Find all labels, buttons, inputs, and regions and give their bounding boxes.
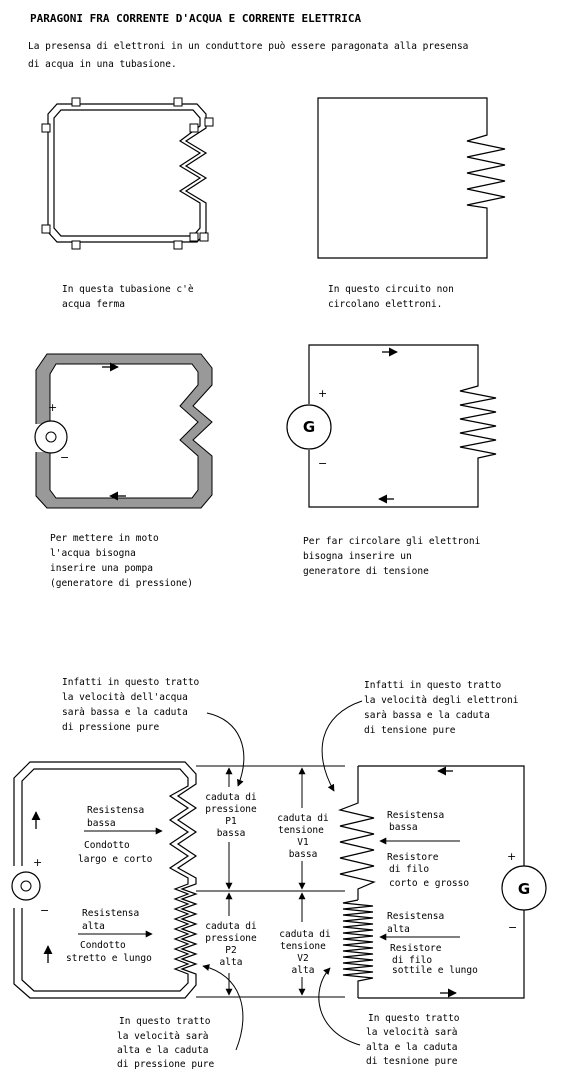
elec-high-res-1: Resistensa — [387, 911, 444, 922]
generator-circuit — [286, 344, 497, 508]
circuit-caption-1: In questo circuito non — [328, 284, 454, 295]
note-top-right-3: sarà bassa e la caduta — [364, 710, 490, 721]
note-top-left-3: sarà bassa e la caduta — [62, 707, 188, 718]
p1-drop-4: bassa — [217, 828, 246, 839]
intro-line-2: di acqua in una tubasione. — [28, 59, 177, 70]
generator-minus: − — [318, 457, 327, 470]
open-circuit — [317, 97, 506, 259]
elec-plus: + — [507, 850, 516, 863]
note-top-right-2: la velocità degli elettroni — [364, 695, 519, 706]
p2-drop-3: P2 — [225, 945, 236, 956]
p2-drop-1: caduta di — [205, 921, 257, 932]
note-top-right-4: di tensione pure — [364, 725, 456, 736]
elec-thick-1: Resistore — [387, 852, 439, 863]
water-wide-1: Condotto — [84, 840, 130, 851]
water-comparison-pipe — [10, 761, 198, 999]
note-top-right-1: Infatti in questo tratto — [364, 680, 502, 691]
still-water-pipe — [41, 97, 214, 250]
pipe-caption-2: acqua ferma — [62, 299, 125, 310]
v2-drop-2: tensione — [280, 941, 326, 952]
water-wide-2: largo e corto — [78, 854, 153, 865]
elec-high-res-2: alta — [387, 924, 410, 935]
pump-caption-2: l'acqua bisogna — [50, 548, 136, 559]
note-bottom-right-1: In questo tratto — [368, 1013, 460, 1024]
note-top-left-4: di pressione pure — [62, 722, 160, 733]
elec-low-res-1: Resistensa — [387, 810, 444, 821]
pump-caption-3: inserire una pompa — [50, 563, 153, 574]
water-low-res-1: Resistensa — [87, 805, 144, 816]
v1-drop-3: V1 — [297, 837, 309, 848]
v2-drop-1: caduta di — [279, 929, 331, 940]
gen-caption-3: generatore di tensione — [303, 566, 429, 577]
elec-thin-2: di filo — [392, 955, 432, 966]
pointer-arrows — [202, 700, 363, 1051]
elec-thick-3: corto e grosso — [389, 878, 469, 889]
pump-caption-4: (generatore di pressione) — [50, 578, 193, 589]
generator-plus: + — [318, 387, 327, 400]
v2-drop-3: V2 — [297, 953, 308, 964]
v1-drop-2: tensione — [278, 825, 324, 836]
water-low-res-2: bassa — [87, 818, 116, 829]
note-bottom-right-3: alta e la caduta — [366, 1042, 458, 1053]
generator-label: G — [303, 418, 315, 436]
pump-plus: + — [48, 401, 57, 414]
p1-drop-1: caduta di — [205, 792, 257, 803]
elec-thick-2: di filo — [389, 864, 429, 875]
note-bottom-right-4: di tesnione pure — [366, 1056, 458, 1067]
note-bottom-left-1: In questo tratto — [119, 1016, 211, 1027]
note-top-left-1: Infatti in questo tratto — [62, 677, 200, 688]
water-narrow-2: stretto e lungo — [66, 953, 152, 964]
page-title: PARAGONI FRA CORRENTE D'ACQUA E CORRENTE… — [30, 12, 362, 25]
generator-label-2: G — [518, 880, 530, 898]
pump-caption-1: Per mettere in moto — [50, 533, 159, 544]
note-bottom-left-3: alta e la caduta — [117, 1045, 209, 1056]
elec-thin-1: Resistore — [390, 943, 442, 954]
gen-caption-2: bisogna inserire un — [303, 551, 412, 562]
v1-drop-4: bassa — [289, 849, 318, 860]
note-bottom-left-2: la velocità sarà — [117, 1031, 209, 1042]
drop-guides — [196, 765, 345, 998]
v2-drop-4: alta — [292, 965, 315, 976]
water-minus: − — [40, 904, 49, 917]
water-narrow-1: Condotto — [80, 940, 126, 951]
p2-drop-4: alta — [220, 957, 243, 968]
note-top-left-2: la velocità dell'acqua — [62, 692, 188, 703]
elec-thin-3: sottile e lungo — [392, 965, 478, 976]
circuit-caption-2: circolano elettroni. — [328, 299, 442, 310]
pipe-caption-1: In questa tubasione c'è — [62, 284, 194, 295]
note-bottom-left-4: di pressione pure — [117, 1059, 215, 1070]
p1-drop-3: P1 — [225, 816, 237, 827]
water-high-res-1: Resistensa — [82, 908, 139, 919]
water-plus: + — [33, 856, 42, 869]
generator-symbol — [286, 404, 332, 450]
intro-line-1: La presensa di elettroni in un conduttor… — [28, 41, 468, 52]
pump-minus: − — [60, 451, 69, 464]
v1-drop-1: caduta di — [277, 813, 329, 824]
elec-minus: − — [508, 921, 517, 934]
p1-drop-2: pressione — [205, 804, 257, 815]
p2-drop-2: pressione — [205, 933, 257, 944]
electric-comparison-circuit — [337, 765, 547, 999]
pump-water-loop — [30, 353, 213, 509]
elec-low-res-2: bassa — [389, 822, 418, 833]
note-bottom-right-2: la velocità sarà — [366, 1027, 458, 1038]
gen-caption-1: Per far circolare gli elettroni — [303, 536, 481, 547]
water-high-res-2: alta — [82, 921, 105, 932]
